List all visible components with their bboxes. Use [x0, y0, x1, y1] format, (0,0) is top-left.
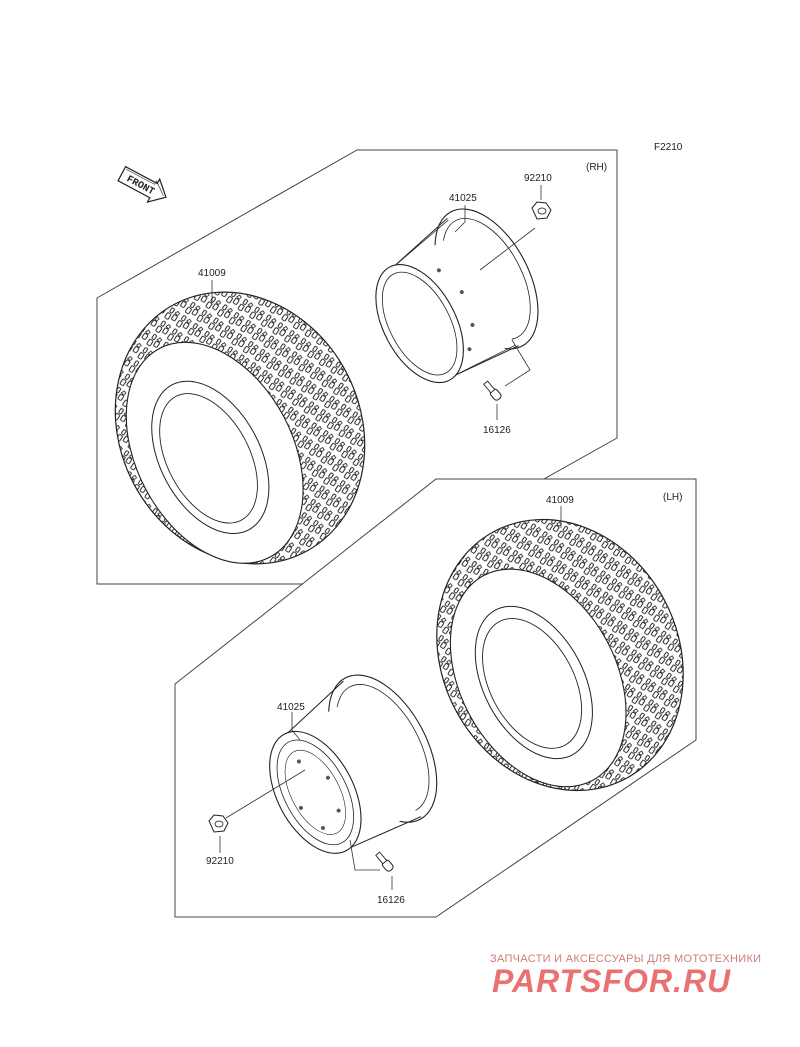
- diagram-code: F2210: [654, 142, 683, 153]
- tire-lh: [436, 518, 684, 792]
- valve-lh: [375, 851, 394, 872]
- label-lh-tire: 41009: [546, 495, 574, 506]
- watermark-logo-text: PARTSFOR.RU: [492, 963, 731, 999]
- label-rh-valve: 16126: [483, 425, 511, 436]
- section-lh: (LH): [174, 478, 697, 918]
- label-rh-rim: 41025: [449, 193, 477, 204]
- label-rh-nut: 92210: [524, 173, 552, 184]
- section-rh: (RH): [96, 149, 618, 585]
- tire-rh-bead-inner: [159, 393, 258, 524]
- label-lh-rim: 41025: [277, 702, 305, 713]
- side-label-lh: (LH): [663, 492, 682, 503]
- side-label-rh: (RH): [586, 162, 607, 173]
- nut-rh: [531, 201, 552, 220]
- label-rh-tire: 41009: [198, 268, 226, 279]
- tire-lh-bead-inner: [482, 618, 583, 749]
- tire-rh: [114, 291, 366, 565]
- front-arrow-icon: FRONT: [117, 165, 167, 204]
- label-lh-nut: 92210: [206, 856, 234, 867]
- rim-lh: [269, 674, 438, 854]
- watermark-logo: PARTSFOR.RU: [492, 963, 731, 999]
- valve-rh: [483, 380, 502, 401]
- watermark-tagline: ЗАПЧАСТИ И АКСЕССУАРЫ ДЛЯ МОТОТЕХНИКИ: [490, 953, 762, 965]
- rim-rh: [375, 208, 539, 384]
- label-lh-valve: 16126: [377, 895, 405, 906]
- nut-lh: [208, 814, 229, 833]
